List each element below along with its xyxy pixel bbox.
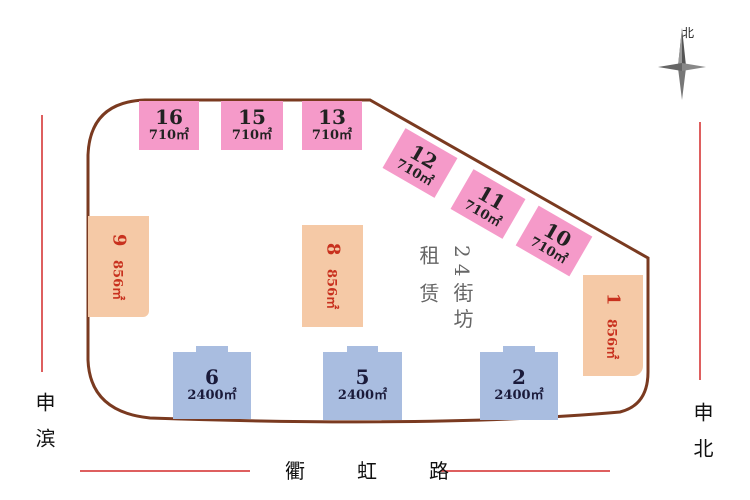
plot-number: 9 <box>108 233 129 246</box>
plot-number: 16 <box>155 105 183 129</box>
plot-area: 2400㎡ <box>494 388 544 403</box>
plot-15[interactable]: 15 710㎡ <box>221 101 283 150</box>
plot-area: 710㎡ <box>148 128 190 143</box>
plot-number: 5 <box>355 365 370 389</box>
plot-number: 6 <box>205 365 219 389</box>
plot-number: 2 <box>512 365 526 389</box>
plot-8[interactable]: 8 856㎡ <box>302 225 363 327</box>
site-boundary-path <box>86 98 650 424</box>
block-label-line2: 租赁 <box>416 245 440 321</box>
plot-number: 8 <box>322 242 343 256</box>
plot-16[interactable]: 16 710㎡ <box>139 101 199 150</box>
plot-6[interactable]: 6 2400㎡ <box>173 346 251 419</box>
compass-icon <box>658 28 706 100</box>
plot-number: 1 <box>602 292 624 305</box>
plot-area: 856㎡ <box>603 318 619 359</box>
plot-area: 856㎡ <box>109 259 124 300</box>
plot-area: 710㎡ <box>311 128 353 143</box>
plot-tab <box>503 346 535 354</box>
plot-1[interactable]: 1 856㎡ <box>583 275 643 376</box>
plot-tab <box>196 346 228 354</box>
plot-5[interactable]: 5 2400㎡ <box>323 346 402 420</box>
plot-area: 2400㎡ <box>187 388 237 403</box>
right-road-name: 申北 <box>690 402 714 474</box>
plot-13[interactable]: 13 710㎡ <box>302 101 362 150</box>
bottom-road-name: 衢虹路 <box>285 459 501 483</box>
plot-area: 2400㎡ <box>337 388 388 403</box>
plot-9[interactable]: 9 856㎡ <box>88 216 149 317</box>
plot-area: 856㎡ <box>323 268 338 310</box>
plot-tab <box>346 346 379 354</box>
plot-number: 15 <box>238 105 266 129</box>
plot-number: 13 <box>318 105 346 129</box>
block-label-line1: 24街坊 <box>450 245 474 335</box>
compass-north-label: 北 <box>682 26 695 40</box>
left-road-name: 申滨 <box>32 392 56 464</box>
plot-2[interactable]: 2 2400㎡ <box>480 346 558 420</box>
plot-area: 710㎡ <box>231 128 273 143</box>
